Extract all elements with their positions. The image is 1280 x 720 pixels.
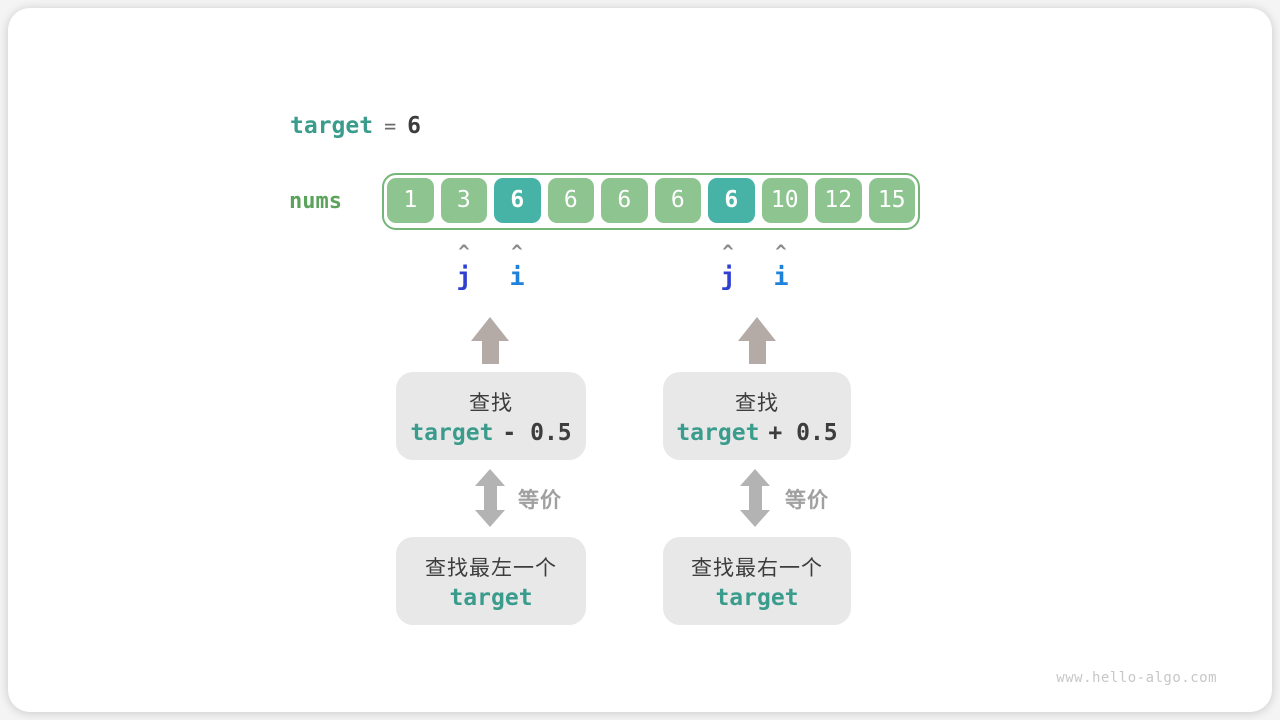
array-cell: 15: [868, 178, 915, 223]
box-expression: target: [449, 585, 532, 611]
array-cell-highlighted: 6: [494, 178, 541, 223]
target-keyword: target: [715, 584, 799, 611]
array-cell-highlighted: 6: [708, 178, 755, 223]
pointer-label-i: i: [773, 262, 789, 291]
search-target-plus-box: 查找 target + 0.5: [663, 372, 851, 460]
arrow-head-down: [475, 510, 505, 527]
pointer-label-i: i: [509, 262, 525, 291]
box-expression: target - 0.5: [410, 420, 571, 446]
array-cell: 6: [547, 178, 594, 223]
nums-array-label: nums: [289, 189, 342, 214]
pointer-i-left: ^ i: [495, 241, 539, 292]
search-target-minus-box: 查找 target - 0.5: [396, 372, 586, 460]
pointer-j-left: ^ j: [442, 241, 486, 292]
expression-operand: + 0.5: [768, 419, 838, 446]
equivalence-label: 等价: [785, 488, 829, 512]
arrow-stem: [748, 341, 766, 364]
array-cell: 6: [601, 178, 648, 223]
array-cell: 1: [387, 178, 434, 223]
arrow-stem: [748, 486, 762, 510]
box-text: 查找: [469, 390, 513, 415]
array-cell: 10: [761, 178, 808, 223]
arrow-stem: [481, 341, 499, 364]
search-rightmost-target-box: 查找最右一个 target: [663, 537, 851, 625]
arrow-head-down: [740, 510, 770, 527]
array-cell: 3: [440, 178, 487, 223]
equals-sign: =: [384, 114, 397, 138]
arrow-stem: [483, 486, 497, 510]
box-text: 查找最左一个: [425, 555, 557, 580]
pointer-j-right: ^ j: [706, 241, 750, 292]
caret-up-icon: ^: [722, 241, 734, 263]
nums-array: 1 3 6 6 6 6 6 10 12 15: [382, 173, 920, 230]
pointer-label-j: j: [720, 262, 736, 291]
up-arrow-icon: [471, 317, 509, 364]
pointer-i-right: ^ i: [759, 241, 803, 292]
equivalence-label: 等价: [518, 488, 562, 512]
box-text: 查找: [735, 390, 779, 415]
box-expression: target + 0.5: [676, 420, 837, 446]
target-assignment: target = 6: [290, 112, 421, 140]
caret-up-icon: ^: [511, 241, 523, 263]
up-arrow-icon: [738, 317, 776, 364]
caret-up-icon: ^: [775, 241, 787, 263]
target-keyword: target: [410, 419, 494, 446]
target-value: 6: [407, 113, 421, 139]
arrow-head: [738, 317, 776, 341]
arrow-head-up: [475, 469, 505, 486]
pointer-label-j: j: [456, 262, 472, 291]
watermark: www.hello-algo.com: [1056, 670, 1217, 686]
array-cell: 12: [815, 178, 862, 223]
box-expression: target: [715, 585, 798, 611]
arrow-head: [471, 317, 509, 341]
array-cell: 6: [654, 178, 701, 223]
equivalence-arrow-icon: [740, 469, 770, 527]
target-variable: target: [290, 113, 374, 139]
expression-operand: - 0.5: [502, 419, 572, 446]
target-keyword: target: [449, 584, 533, 611]
target-keyword: target: [676, 419, 760, 446]
arrow-head-up: [740, 469, 770, 486]
canvas-card: [8, 8, 1272, 712]
equivalence-arrow-icon: [475, 469, 505, 527]
box-text: 查找最右一个: [691, 555, 823, 580]
search-leftmost-target-box: 查找最左一个 target: [396, 537, 586, 625]
caret-up-icon: ^: [458, 241, 470, 263]
